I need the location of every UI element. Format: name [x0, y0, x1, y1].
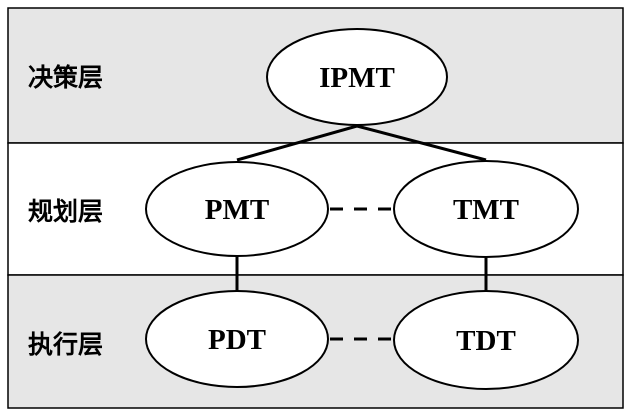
node-tmt: TMT — [393, 160, 579, 258]
decision-layer-label: 决策层 — [28, 63, 103, 92]
connector-ipmt-tmt — [356, 124, 487, 162]
node-tmt-label: TMT — [453, 194, 519, 226]
node-pdt-label: PDT — [208, 324, 266, 356]
node-ipmt: IPMT — [266, 28, 448, 126]
node-pmt: PMT — [145, 161, 329, 257]
node-pdt: PDT — [145, 290, 329, 388]
node-pmt-label: PMT — [205, 194, 269, 226]
node-tdt: TDT — [393, 290, 579, 390]
node-tdt-label: TDT — [456, 325, 516, 357]
planning-layer-label: 规划层 — [28, 197, 103, 226]
node-ipmt-label: IPMT — [319, 62, 395, 94]
connector-ipmt-pmt — [236, 124, 358, 162]
execution-layer-label: 执行层 — [28, 330, 103, 359]
